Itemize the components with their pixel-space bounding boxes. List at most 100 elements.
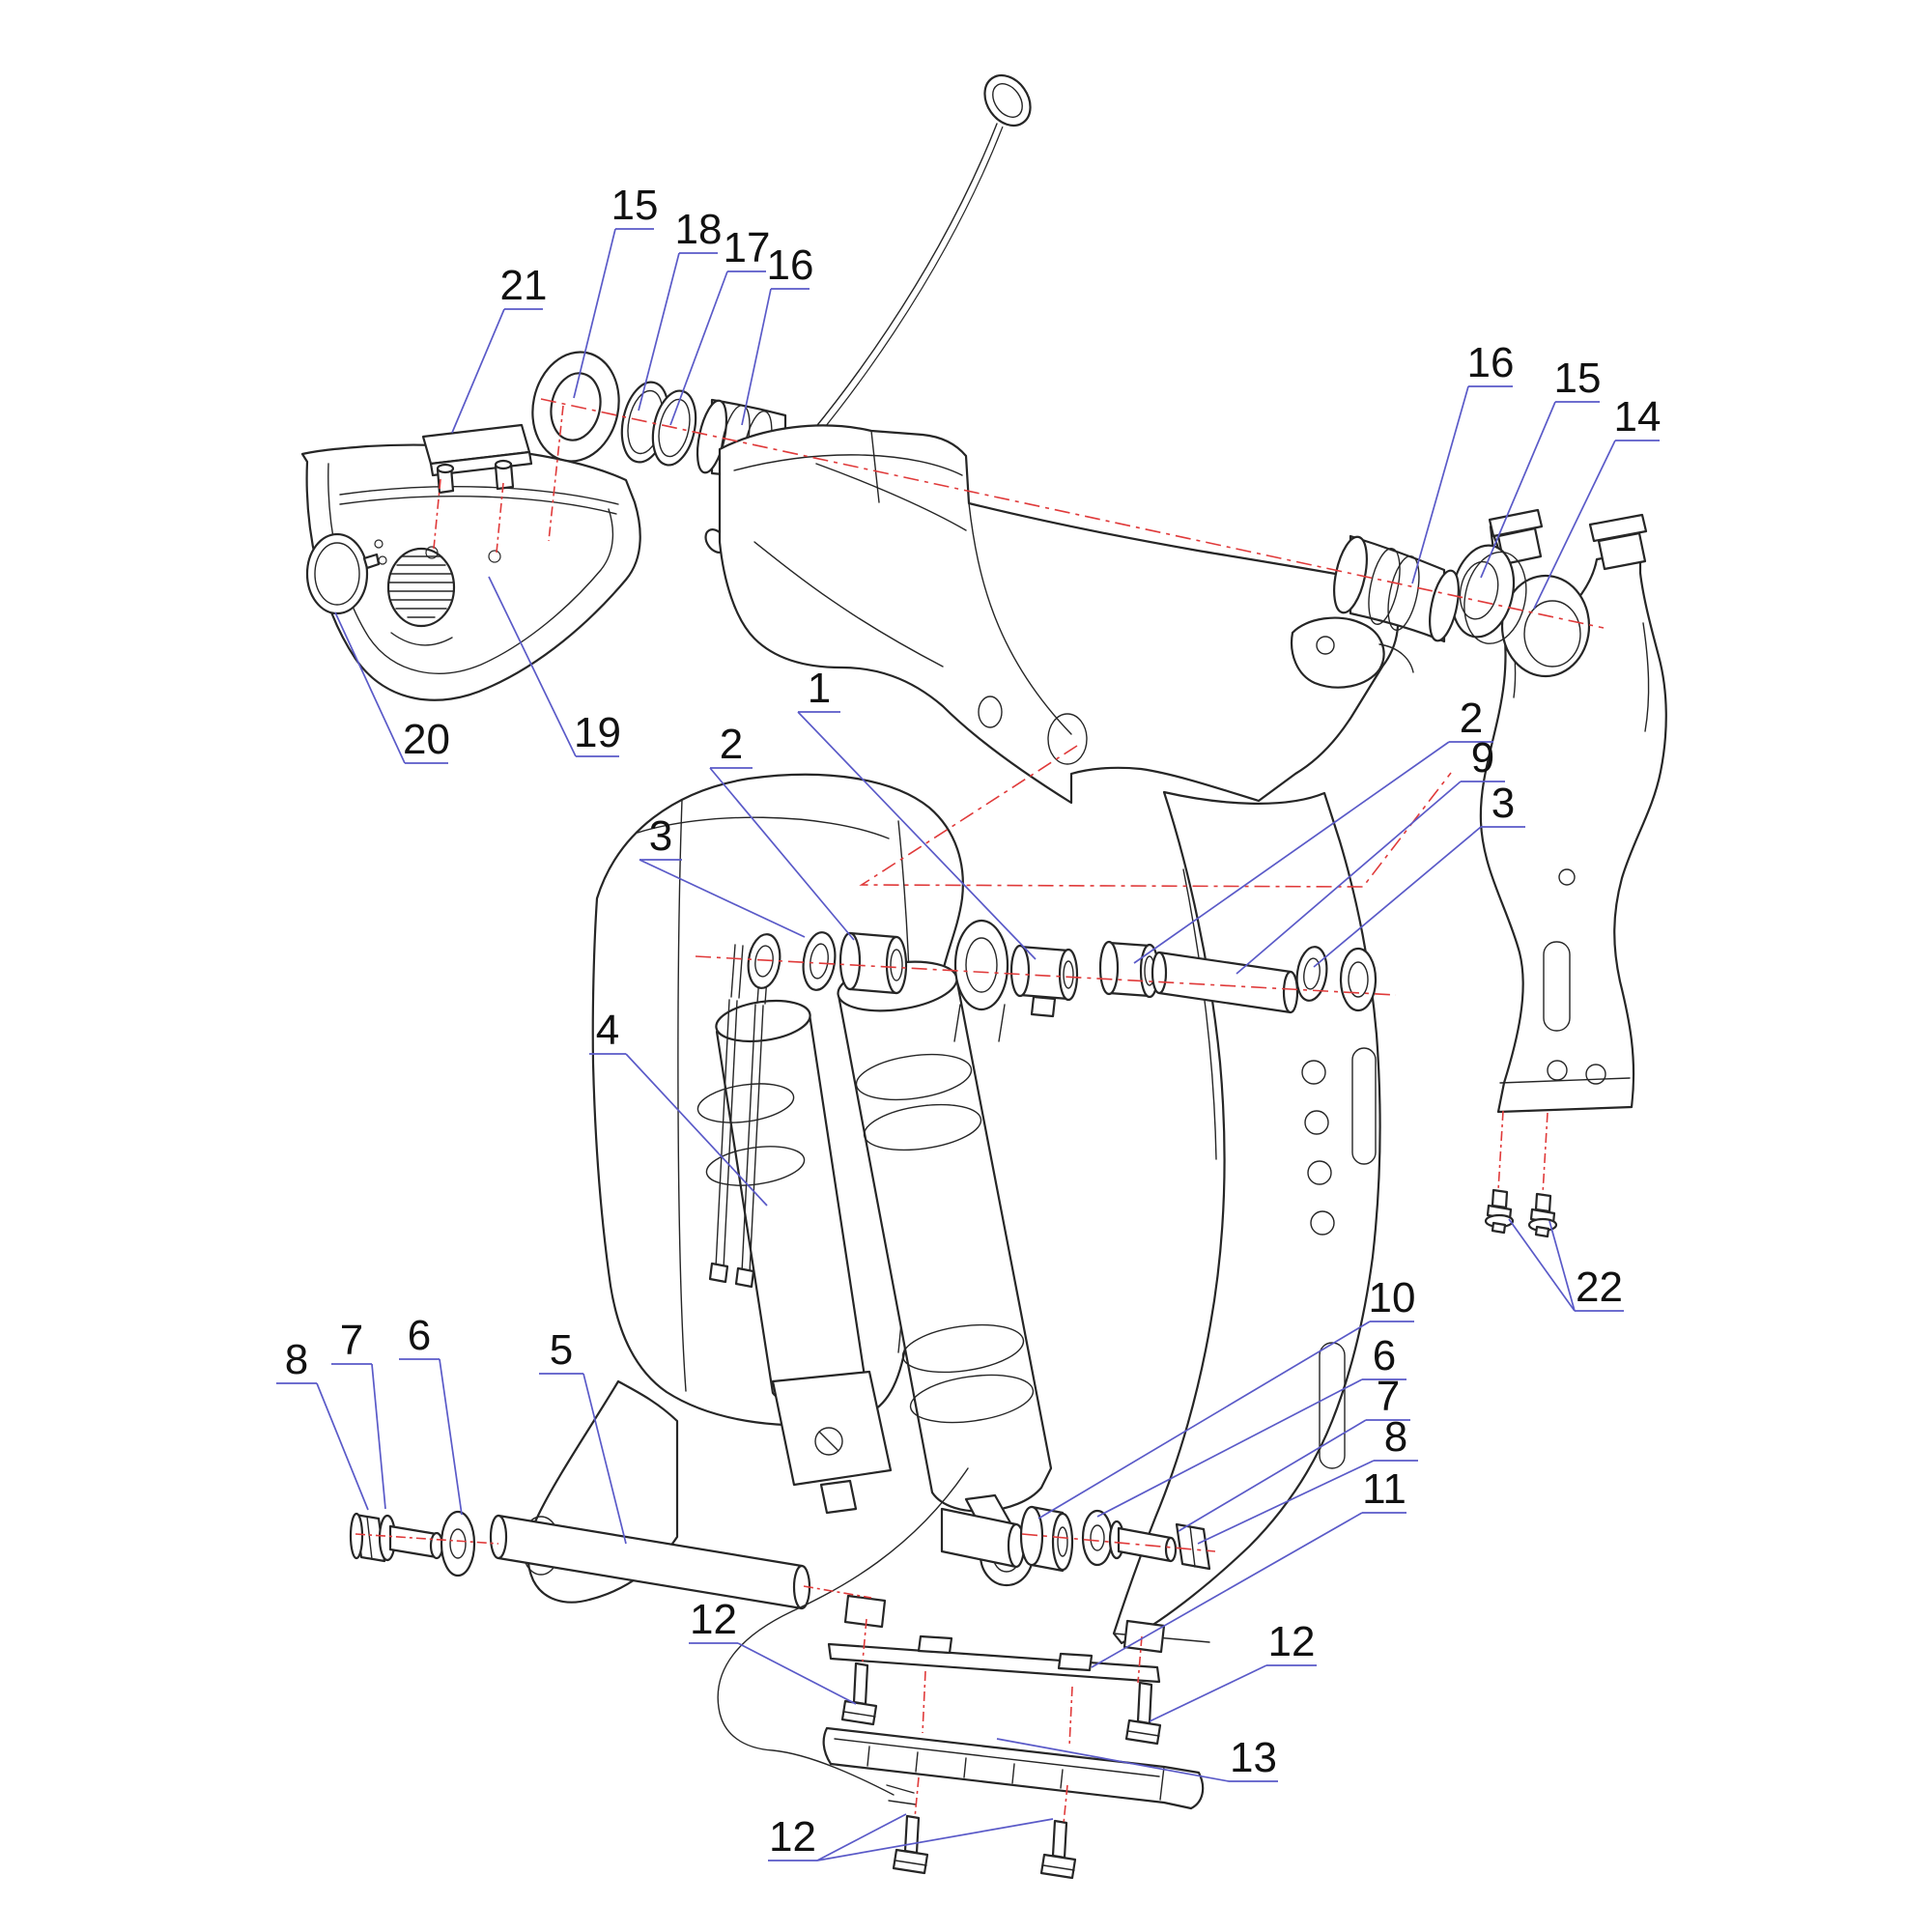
cooling-grille	[386, 547, 456, 628]
shaft-bushing	[1098, 940, 1160, 999]
callout-leader-line	[316, 1382, 369, 1511]
callout-5: 5	[539, 1326, 627, 1545]
callout-leader-line	[1548, 1220, 1576, 1312]
callout-leader-line	[1313, 826, 1482, 968]
transom-screw-boss	[1588, 513, 1648, 543]
callout-leader-line	[1508, 1218, 1576, 1312]
tilt-tube-bushing	[1450, 544, 1527, 644]
mount-bolt	[1039, 1819, 1077, 1880]
callout-number: 2	[1460, 695, 1483, 742]
callout-2: 2	[1133, 695, 1493, 964]
stern-bracket-main	[718, 424, 1400, 805]
callout-number: 21	[500, 262, 548, 309]
callout-3: 3	[639, 812, 806, 938]
callout-leader-line	[1037, 1321, 1371, 1520]
housing-eye	[953, 919, 1009, 1042]
pin-washer	[440, 1510, 476, 1577]
callout-4: 4	[589, 1007, 768, 1207]
power-trim-unit	[696, 944, 1053, 1587]
callout-16: 16	[741, 242, 814, 426]
callout-15: 15	[573, 182, 659, 399]
pivot-shaft	[1151, 951, 1299, 1014]
callout-7: 7	[331, 1317, 386, 1510]
callout-leader-line	[1236, 781, 1462, 975]
tilt-pin-assembly	[349, 1510, 811, 1610]
callout-leader-line	[669, 270, 728, 426]
callout-number: 10	[1369, 1274, 1416, 1321]
callout-21: 21	[451, 262, 548, 434]
grille-slats	[387, 555, 455, 618]
mount-bolt	[840, 1662, 878, 1726]
callout-number: 3	[649, 812, 672, 860]
ground-wire	[717, 1467, 969, 1805]
ground-plate	[827, 1634, 1161, 1684]
callout-leader-line	[1411, 385, 1469, 584]
callout-number: 19	[574, 709, 621, 756]
callout-6: 6	[1096, 1332, 1406, 1518]
center-bushing	[1009, 944, 1079, 1018]
callout-19: 19	[488, 576, 621, 757]
callout-number: 17	[724, 224, 771, 271]
callout-number: 15	[611, 182, 659, 229]
callout-leader-line	[488, 576, 577, 757]
callout-number: 7	[1377, 1373, 1400, 1420]
callout-leader-line	[582, 1373, 627, 1545]
callout-8: 8	[276, 1336, 369, 1511]
callout-7: 7	[1178, 1373, 1410, 1532]
callout-18: 18	[638, 206, 723, 412]
callout-20: 20	[334, 611, 450, 764]
callout-22: 22	[1508, 1218, 1624, 1312]
callout-leader-line	[1149, 1664, 1267, 1722]
callout-number: 12	[769, 1813, 816, 1861]
alignment-centerlines	[355, 398, 1605, 1825]
callout-number: 18	[675, 206, 723, 253]
callout-leader-line	[996, 1738, 1230, 1782]
callout-number: 3	[1492, 780, 1515, 827]
callout-leader-line	[816, 1818, 1054, 1861]
pivot-bolt	[1108, 1520, 1211, 1571]
mount-bolt	[1124, 1681, 1162, 1746]
callout-1: 1	[797, 665, 1037, 960]
swivel-snap-ring	[305, 532, 387, 615]
callout-number: 22	[1576, 1264, 1623, 1311]
callout-leader-line	[737, 1642, 857, 1705]
callout-leader-line	[639, 859, 806, 938]
callout-12: 12	[768, 1813, 1054, 1861]
callout-leader-line	[334, 611, 406, 764]
callout-number: 2	[720, 721, 743, 768]
callout-14: 14	[1533, 393, 1662, 610]
shaft-ring	[802, 931, 837, 991]
callout-number: 6	[408, 1312, 431, 1359]
starboard-clamp-bracket	[1479, 508, 1667, 1114]
stern-bracket-arm-right	[1112, 790, 1381, 1645]
callout-leader-line	[1480, 401, 1556, 579]
port-clamp-bracket	[300, 423, 641, 701]
bracket-pivot-hole	[1047, 713, 1088, 765]
callout-6: 6	[399, 1312, 463, 1516]
callout-leader-line	[1096, 1378, 1363, 1518]
callout-leader-line	[1533, 440, 1616, 610]
callout-leader-line	[371, 1363, 386, 1510]
callout-number: 12	[690, 1596, 737, 1643]
swivel-ball-cap	[1500, 574, 1591, 678]
callout-8: 8	[1197, 1413, 1418, 1545]
callout-leader-line	[816, 1813, 907, 1861]
callout-9: 9	[1236, 734, 1505, 975]
pivot-washer	[1081, 1509, 1114, 1567]
callout-10: 10	[1037, 1274, 1416, 1520]
callout-number: 16	[767, 242, 814, 289]
callout-number: 9	[1471, 734, 1494, 781]
callout-leader-line	[709, 767, 855, 941]
callout-leader-line	[573, 228, 616, 399]
plug-screw	[1484, 1188, 1515, 1235]
callout-number: 20	[403, 716, 450, 763]
callout-leader-line	[625, 1053, 768, 1207]
callout-number: 14	[1614, 393, 1662, 440]
callout-leader-line	[1178, 1419, 1367, 1532]
shaft-bushing	[838, 931, 908, 995]
callout-17: 17	[669, 224, 771, 426]
pivot-bushing	[1019, 1505, 1074, 1573]
callout-number: 5	[550, 1326, 573, 1374]
tilt-tube-right-end	[1333, 534, 1460, 643]
